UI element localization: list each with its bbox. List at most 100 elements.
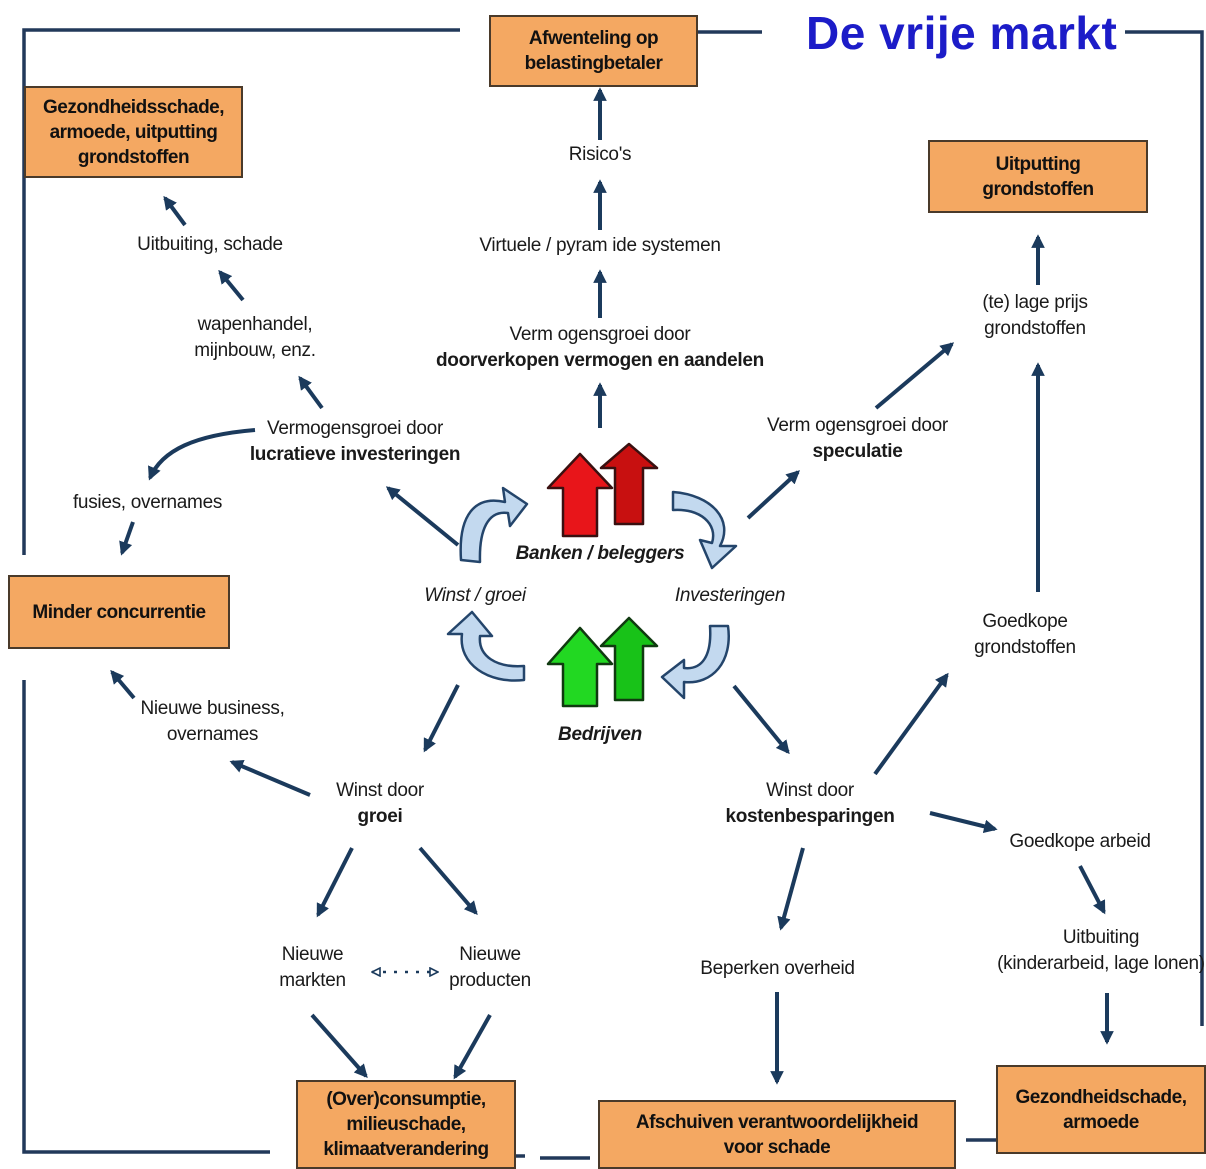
box-line: Gezondheidschade, xyxy=(1015,1086,1187,1108)
box-line: Minder concurrentie xyxy=(32,601,206,623)
companies-house-front xyxy=(546,626,614,708)
box-overconsumptie: (Over)consumptie, milieuschade, klimaatv… xyxy=(296,1080,516,1169)
label-winst-kosten: Winst door kostenbesparingen xyxy=(705,778,915,830)
label-fusies: fusies, overnames xyxy=(72,492,223,513)
arrow-cycle-to-winstkosten xyxy=(732,684,790,755)
outer-frame xyxy=(22,28,1204,1160)
banks-house-front xyxy=(546,452,614,538)
arrow-arbeid-to-uitbuiting xyxy=(1078,865,1106,915)
label-line: Nieuwe xyxy=(459,944,521,965)
box-line: milieuschade, xyxy=(346,1114,466,1135)
box-afschuiven: Afschuiven verantwoordelijkheid voor sch… xyxy=(598,1100,956,1169)
box-line: klimaatverandering xyxy=(323,1139,489,1160)
box-uitputting: Uitputting grondstoffen xyxy=(928,140,1148,213)
label-line-bold: kostenbesparingen xyxy=(725,806,895,827)
arrow-speculatie-to-lageprijs xyxy=(874,342,955,410)
label-nieuwe-business: Nieuwe business, overnames xyxy=(120,696,305,748)
label-investeringen: Investeringen xyxy=(674,585,786,606)
label-nieuwe-markten: Nieuwe markten xyxy=(265,942,360,994)
box-line: armoede xyxy=(1063,1111,1139,1133)
label-line: (te) lage prijs xyxy=(982,292,1088,313)
arrow-lucratief-to-wapenhandel xyxy=(298,375,324,410)
label-line: overnames xyxy=(166,724,259,745)
label-winst-groei-cycle: Winst / groei xyxy=(424,585,526,606)
label-line: Uitbuiting xyxy=(1062,927,1140,948)
label-line: Goedkope xyxy=(982,611,1068,632)
arrow-uitbuiting-to-gezondheid xyxy=(163,195,187,227)
label-vermogen-speculatie: Verm ogensgroei door speculatie xyxy=(745,413,970,465)
label-line: grondstoffen xyxy=(974,637,1076,658)
arrow-cycle-to-speculatie xyxy=(746,470,801,520)
box-line: grondstoffen xyxy=(77,146,190,168)
label-winst-groei: Winst door groei xyxy=(310,778,450,830)
box-line: (Over)consumptie, xyxy=(326,1089,486,1110)
arrow-fusies-to-concurrentie xyxy=(119,521,135,556)
label-uitbuiting-schade: Uitbuiting, schade xyxy=(137,234,283,255)
label-line: Verm ogensgroei door xyxy=(767,415,948,436)
arrow-nieuwebusiness-to-concurrentie xyxy=(110,669,136,700)
box-minder-concurrentie: Minder concurrentie xyxy=(8,575,230,649)
label-vermogen-lucratief: Vermogensgroei door lucratieve investeri… xyxy=(230,416,480,468)
arrow-winstkosten-to-goedkope xyxy=(873,672,949,776)
label-uitbuiting: Uitbuiting (kinderarbeid, lage lonen) xyxy=(996,925,1206,977)
arrow-lucratief-to-fusies xyxy=(148,428,256,481)
arrow-cycle-to-lucratief xyxy=(385,486,460,547)
label-line: Nieuwe business, xyxy=(140,698,285,719)
label-line: mijnbouw, enz. xyxy=(194,340,316,361)
label-line: Nieuwe xyxy=(281,944,344,965)
cycle-arrow-bottom-left xyxy=(446,610,526,682)
page-title: De vrije markt xyxy=(806,7,1118,59)
arrow-winstgroei-to-nieuwebusiness xyxy=(229,759,311,797)
arrow-winstgroei-to-markten xyxy=(316,847,354,918)
label-line: Verm ogensgroei door xyxy=(509,324,691,345)
box-gezondheid-top: Gezondheidsschade, armoede, uitputting g… xyxy=(24,86,243,178)
box-line: grondstoffen xyxy=(982,178,1094,200)
label-virtuele: Virtuele / pyram ide systemen xyxy=(479,235,721,256)
label-nieuwe-producten: Nieuwe producten xyxy=(440,942,540,994)
label-lage-prijs: (te) lage prijs grondstoffen xyxy=(955,290,1115,342)
cycle-arrow-bottom-right xyxy=(660,624,730,700)
label-beperken-overheid: Beperken overheid xyxy=(700,958,855,979)
banks-house-back xyxy=(599,442,659,526)
label-line: Winst door xyxy=(766,780,854,801)
label-banken: Banken / beleggers xyxy=(515,543,685,564)
arrow-producten-to-overconsumptie xyxy=(453,1014,492,1080)
label-line: grondstoffen xyxy=(984,318,1086,339)
box-line: Gezondheidsschade, xyxy=(42,96,225,118)
label-goedkope-arbeid: Goedkope arbeid xyxy=(1009,831,1151,852)
house-arrow-icon xyxy=(546,616,659,708)
arrow-winstkosten-to-arbeid xyxy=(929,811,998,834)
box-afwenteling: Afwenteling op belastingbetaler xyxy=(489,15,698,87)
label-line: Winst door xyxy=(336,780,424,801)
label-goedkope-grondstoffen: Goedkope grondstoffen xyxy=(945,609,1105,661)
label-bedrijven: Bedrijven xyxy=(558,724,642,745)
arrow-wapenhandel-to-uitbuiting xyxy=(218,269,245,302)
box-line: Afwenteling op xyxy=(528,28,659,49)
label-risicos: Risico's xyxy=(568,144,632,165)
label-line-bold: doorverkopen vermogen en aandelen xyxy=(436,350,764,371)
arrow-markten-to-overconsumptie xyxy=(310,1013,368,1079)
box-line: armoede, uitputting xyxy=(49,121,218,143)
label-line: (kinderarbeid, lage lonen) xyxy=(997,953,1205,974)
curved-cycle-arrow-icon xyxy=(446,486,738,700)
arrow-winstkosten-to-overheid xyxy=(777,847,805,931)
label-line: Vermogensgroei door xyxy=(267,418,443,439)
label-line-bold: speculatie xyxy=(812,441,903,462)
label-line-bold: groei xyxy=(357,806,403,827)
box-line: voor schade xyxy=(723,1136,831,1158)
label-line: markten xyxy=(279,970,346,991)
box-line: Afschuiven verantwoordelijkheid xyxy=(635,1111,919,1133)
cycle-arrow-top-left xyxy=(459,486,529,564)
arrow-winstgroei-to-producten xyxy=(418,846,478,916)
label-wapenhandel: wapenhandel, mijnbouw, enz. xyxy=(175,312,335,364)
house-arrow-icon xyxy=(546,442,659,538)
box-line: belastingbetaler xyxy=(524,53,663,74)
label-line: wapenhandel, xyxy=(197,314,313,335)
label-line-bold: lucratieve investeringen xyxy=(249,444,461,465)
companies-house-back xyxy=(599,616,659,702)
label-vermogen-doorverkopen: Verm ogensgroei door doorverkopen vermog… xyxy=(420,322,780,374)
box-gezondheid-bottom: Gezondheidschade, armoede xyxy=(996,1065,1206,1154)
cycle-arrow-top-right xyxy=(671,490,738,570)
label-line: producten xyxy=(449,970,531,991)
